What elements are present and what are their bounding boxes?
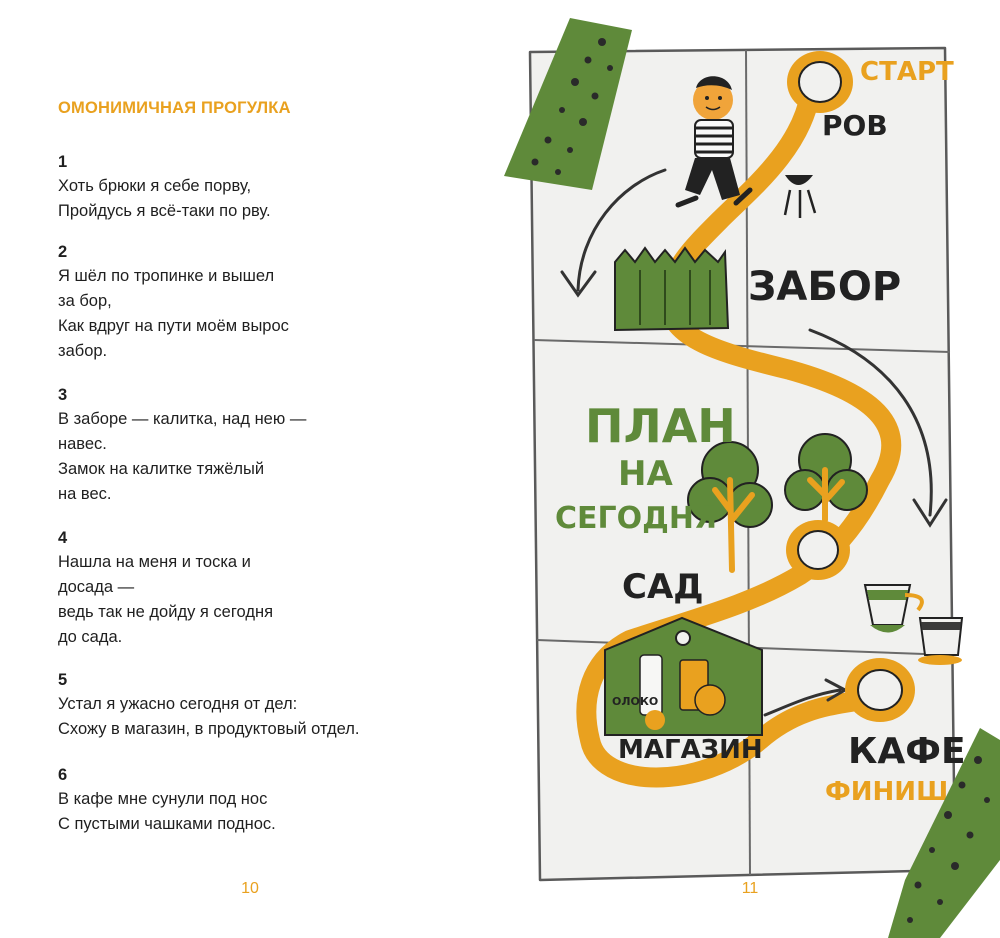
stanza-line: Хоть брюки я себе порву, [58, 177, 252, 195]
label-plan-line-2: НА [618, 454, 673, 494]
shop-building [604, 616, 763, 736]
stanza-line: навес. [58, 435, 107, 453]
map-illustration: СТАРТ РОВ ЗАБОР ПЛАН НА СЕГОДНЯ САД ОЛОК… [504, 18, 1000, 938]
start-marker [787, 51, 853, 113]
stanza-line: забор. [58, 342, 108, 360]
stanza-4: 4 Нашла на меня и тоска и досада — ведь … [58, 526, 478, 650]
cups-icon [863, 584, 964, 665]
stanza-line: В заборе — калитка, над нею — [58, 410, 307, 428]
label-magazin: МАГАЗИН [618, 735, 763, 765]
stanza-number: 6 [58, 766, 68, 784]
tree-icon [784, 433, 868, 523]
poem-title: ОМОНИМИЧНАЯ ПРОГУЛКА [58, 99, 291, 117]
stanza-line: Устал я ужасно сегодня от дел: [58, 695, 298, 713]
stanza-5: 5 Устал я ужасно сегодня от дел: Схожу в… [58, 668, 478, 742]
stanza-1: 1 Хоть брюки я себе порву, Пройдусь я вс… [58, 150, 478, 224]
label-sad: САД [622, 567, 704, 607]
stanza-line: Как вдруг на пути моём вырос [58, 317, 289, 335]
grill-icon [783, 175, 817, 218]
stanza-line: на вес. [58, 485, 112, 503]
stanza-line: В кафе мне сунули под нос [58, 790, 268, 808]
stanza-line: С пустыми чашками поднос. [58, 815, 276, 833]
tape-bottom-right [888, 728, 1000, 938]
stanza-line: досада — [58, 578, 135, 596]
stanza-line: ведь так не дойду я сегодня [58, 603, 273, 621]
page-number-right: 11 [741, 880, 759, 897]
stanza-line: Схожу в магазин, в продуктовый отдел. [58, 720, 360, 738]
label-zabor: ЗАБОР [748, 264, 901, 310]
label-rov: РОВ [822, 109, 888, 142]
label-kafe: КАФЕ [848, 731, 966, 772]
label-plan-line-1: ПЛАН [585, 399, 736, 453]
stanza-line: Я шёл по тропинке и вышел [58, 267, 275, 285]
stanza-2: 2 Я шёл по тропинке и вышел за бор, Как … [58, 240, 478, 364]
stanza-6: 6 В кафе мне сунули под нос С пустыми ча… [58, 763, 478, 837]
stanza-line: Нашла на меня и тоска и [58, 553, 251, 571]
label-finish: ФИНИШ [825, 777, 948, 807]
garden-marker [786, 520, 850, 580]
arrow-left [560, 168, 667, 298]
right-page: СТАРТ РОВ ЗАБОР ПЛАН НА СЕГОДНЯ САД ОЛОК… [500, 0, 1000, 938]
stanza-number: 2 [58, 243, 68, 261]
stanza-3: 3 В заборе — калитка, над нею — навес. З… [58, 383, 478, 507]
stanza-number: 1 [58, 153, 68, 171]
tree-icon [687, 441, 773, 573]
left-page: ОМОНИМИЧНАЯ ПРОГУЛКА 1 Хоть брюки я себе… [58, 99, 478, 897]
stanza-number: 3 [58, 386, 68, 404]
arrow-right [808, 328, 948, 528]
cafe-marker [845, 658, 915, 722]
stanza-line: за бор, [58, 292, 112, 310]
stanza-line: Пройдусь я всё-таки по рву. [58, 202, 271, 220]
label-plan-line-3: СЕГОДНЯ [555, 501, 717, 536]
stanza-number: 4 [58, 529, 68, 547]
fence-icon [614, 246, 730, 332]
page-number-left: 10 [241, 880, 259, 897]
stanza-number: 5 [58, 671, 68, 689]
stanza-line: Замок на калитке тяжёлый [58, 460, 265, 478]
label-start: СТАРТ [860, 57, 954, 87]
tape-top-left [504, 18, 632, 190]
boy-figure [675, 76, 753, 208]
label-moloko: ОЛОКО [612, 695, 658, 708]
stanza-line: до сада. [58, 628, 123, 646]
